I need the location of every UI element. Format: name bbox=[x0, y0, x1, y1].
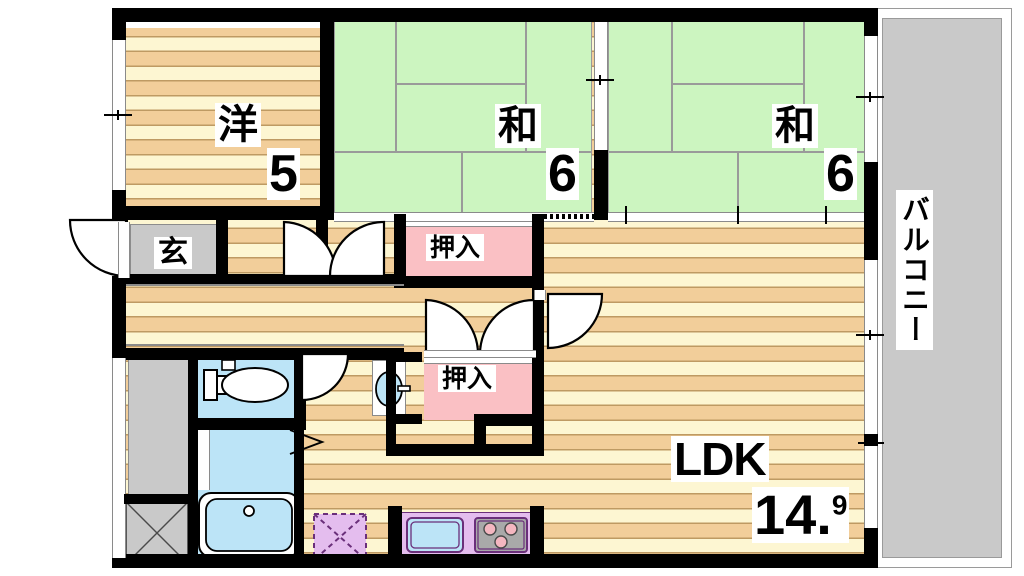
ldk-area-integer: 14 bbox=[754, 483, 817, 546]
tatami-mat bbox=[334, 152, 462, 218]
wall-between-japanese-rooms bbox=[594, 150, 608, 220]
wall-entrance-right bbox=[216, 220, 228, 284]
wall-closet-lower-bottom bbox=[474, 414, 544, 426]
toilet-icon bbox=[203, 359, 289, 403]
sliding-door-japanese-1[interactable] bbox=[334, 212, 594, 222]
wall-washbasin-bottom bbox=[386, 414, 422, 424]
storage-shaft bbox=[128, 358, 190, 500]
japanese-room-2-label: 和 bbox=[772, 104, 818, 148]
wall-closet-lower-step bbox=[474, 414, 486, 446]
lavatory-door[interactable] bbox=[300, 352, 356, 402]
western-room-size: 5 bbox=[267, 145, 300, 203]
sliding-window-right-c[interactable] bbox=[864, 446, 878, 528]
gas-stove-icon bbox=[474, 517, 528, 553]
door-hall-right[interactable] bbox=[328, 220, 386, 278]
tatami-mat bbox=[396, 14, 526, 84]
wall-closet-upper-right bbox=[532, 214, 544, 288]
wall-hall-stub bbox=[386, 414, 396, 456]
window-mark-left bbox=[104, 110, 132, 120]
wall-door-divider-b bbox=[228, 274, 396, 284]
closet-lower-label: 押入 bbox=[438, 365, 497, 392]
fusuma-between-japanese-rooms[interactable] bbox=[594, 22, 608, 150]
wall-exterior-right-top bbox=[864, 8, 878, 36]
fusuma-mark bbox=[586, 75, 614, 85]
ldk-label: LDK bbox=[671, 436, 769, 482]
tatami-mat bbox=[608, 14, 672, 152]
wall-kitchen-right bbox=[530, 506, 544, 564]
wall-bath-right bbox=[294, 430, 304, 564]
bathtub-icon bbox=[198, 492, 300, 558]
wall-ldk-hall bbox=[394, 444, 544, 456]
bathroom-door[interactable] bbox=[288, 428, 325, 458]
wall-exterior-top bbox=[112, 8, 878, 22]
wall-western-right bbox=[320, 8, 334, 220]
wall-washbasin-top bbox=[386, 352, 422, 362]
wall-japanese-2-bottom-right bbox=[864, 206, 878, 222]
entrance-door-frame[interactable] bbox=[118, 222, 130, 278]
window-mark-right-c bbox=[858, 442, 884, 444]
hall-floor-edge-bottom bbox=[126, 344, 404, 346]
window-bathroom-left[interactable] bbox=[112, 358, 126, 498]
japanese-room-1-label: 和 bbox=[495, 104, 541, 148]
tatami-mat bbox=[672, 14, 804, 84]
wall-storage-bottom bbox=[124, 494, 194, 504]
wall-western-bottom bbox=[112, 206, 334, 220]
window-mark-right-b bbox=[856, 330, 884, 340]
sill-japanese-2 bbox=[538, 214, 594, 219]
wall-closet-upper-bottom bbox=[394, 276, 544, 288]
closet-upper-label: 押入 bbox=[426, 234, 485, 261]
japanese-room-2-size: 6 bbox=[824, 145, 857, 203]
wall-exterior-left-mid bbox=[112, 276, 126, 358]
sliding-door-marks-japanese-2 bbox=[625, 206, 827, 224]
wall-exterior-bottom bbox=[112, 554, 878, 568]
hall-floor-edge-top bbox=[126, 284, 404, 286]
ldk-area-dot: . bbox=[816, 483, 832, 546]
door-to-ldk-frame[interactable] bbox=[534, 290, 546, 300]
window-mark-right-a bbox=[856, 92, 884, 102]
entrance-label: 玄 bbox=[154, 237, 192, 269]
wall-hall-bottom bbox=[126, 348, 404, 360]
tatami-mat bbox=[334, 14, 396, 152]
wall-kitchen-left bbox=[388, 506, 402, 564]
bathroom-dry-area bbox=[196, 428, 210, 490]
japanese-room-1-size: 6 bbox=[546, 145, 579, 203]
double-door-right-leaf[interactable] bbox=[478, 298, 536, 356]
wall-closet-upper-left bbox=[394, 214, 406, 288]
door-western-room[interactable] bbox=[282, 220, 338, 278]
window-meterbox-left[interactable] bbox=[112, 498, 126, 558]
wall-washbasin-left bbox=[386, 356, 396, 422]
double-door-frame[interactable] bbox=[424, 350, 536, 358]
balcony-label: バルコニー bbox=[896, 190, 934, 350]
western-room-label: 洋 bbox=[215, 103, 261, 147]
wall-lavatory-bottom bbox=[190, 418, 306, 430]
washing-machine-space bbox=[313, 513, 367, 561]
ldk-area-decimal: 9 bbox=[831, 489, 848, 521]
meter-box bbox=[125, 501, 189, 565]
sliding-window-right-b[interactable] bbox=[864, 260, 878, 434]
wall-entrance-bottom bbox=[124, 274, 228, 284]
door-to-ldk[interactable] bbox=[546, 292, 604, 350]
wall-bath-left bbox=[188, 352, 198, 564]
wall-exterior-right-bottom bbox=[864, 528, 878, 568]
ldk-area: 14.9 bbox=[752, 487, 850, 543]
kitchen-sink-icon bbox=[406, 517, 464, 553]
double-door-left-leaf[interactable] bbox=[424, 298, 480, 356]
wall-closet-lower-right bbox=[532, 356, 544, 422]
